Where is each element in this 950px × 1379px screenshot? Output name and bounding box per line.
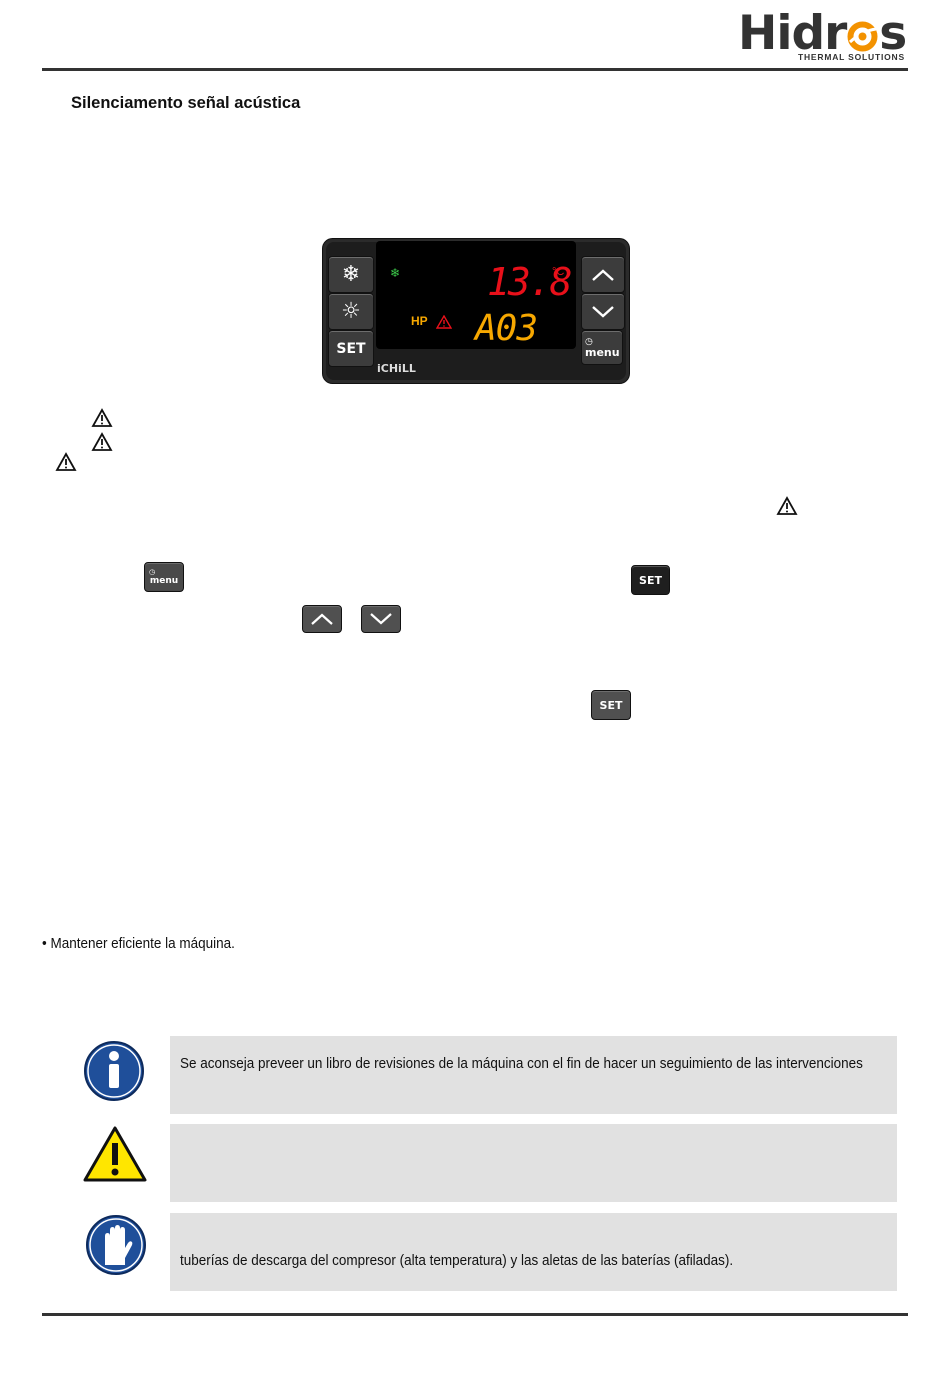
- logo-o-icon: [847, 9, 878, 52]
- chevron-up-icon: [592, 268, 614, 281]
- clock-icon: ◷: [585, 336, 593, 347]
- footer-rule: [42, 1313, 908, 1316]
- down-button[interactable]: [361, 605, 401, 633]
- warning-icon: [91, 408, 113, 427]
- display-snowflake-icon: ❄: [390, 266, 401, 280]
- section-title: Silenciamento señal acústica: [71, 94, 301, 112]
- controller-brand: iCHiLL: [377, 362, 416, 375]
- chevron-down-icon: [592, 305, 614, 318]
- gloves-icon: [86, 1215, 146, 1275]
- note-box-gloves: tuberías de descarga del compresor (alta…: [170, 1213, 897, 1291]
- set-button-secondary[interactable]: SET: [591, 690, 631, 720]
- logo-text-suffix: s: [879, 6, 907, 61]
- header-rule: [42, 68, 908, 71]
- display-temperature: 13.8: [487, 260, 573, 304]
- menu-button[interactable]: ◷ menu: [144, 562, 184, 592]
- controller-menu-button[interactable]: ◷ menu: [581, 330, 623, 365]
- warning-icon: [91, 432, 113, 451]
- chevron-up-icon: [311, 613, 333, 625]
- warning-icon: [776, 496, 798, 515]
- display-unit: °C: [552, 266, 565, 278]
- snowflake-icon: ❄: [341, 262, 361, 287]
- warning-icon: [83, 1126, 147, 1182]
- note-text-gloves: tuberías de descarga del compresor (alta…: [180, 1253, 734, 1269]
- set-button[interactable]: SET: [631, 565, 670, 595]
- controller-down-button[interactable]: [581, 293, 625, 330]
- sun-button[interactable]: ☼: [328, 293, 374, 330]
- chevron-down-icon: [370, 613, 392, 625]
- note-box-info: Se aconseja preveer un libro de revision…: [170, 1036, 897, 1114]
- logo-text-prefix: Hidr: [738, 6, 847, 61]
- logo-subtitle: THERMAL SOLUTIONS: [798, 52, 905, 62]
- snowflake-button[interactable]: ❄: [328, 256, 374, 293]
- sun-icon: ☼: [341, 299, 361, 324]
- set-button-label: SET: [599, 698, 623, 712]
- warning-icon: [55, 452, 77, 471]
- controller-up-button[interactable]: [581, 256, 625, 293]
- note-text-info: Se aconseja preveer un libro de revision…: [180, 1056, 863, 1072]
- maintenance-bullet: • Mantener eficiente la máquina.: [42, 936, 235, 952]
- controller-menu-label: menu: [585, 345, 620, 359]
- controller-set-button[interactable]: SET: [328, 330, 374, 367]
- display-hp-label: HP: [411, 314, 428, 328]
- up-button[interactable]: [302, 605, 342, 633]
- display-alarm-code: A03: [475, 308, 538, 349]
- menu-button-label: menu: [149, 575, 179, 586]
- controller-panel: ❄ ☼ SET ◷ menu ❄ 13.8 °C HP A03 iCHiLL: [322, 238, 630, 384]
- clock-icon: ◷: [149, 567, 156, 576]
- set-button-label: SET: [639, 573, 662, 587]
- controller-set-label: SET: [336, 340, 366, 357]
- info-icon: [84, 1041, 144, 1101]
- note-box-warning: [170, 1124, 897, 1202]
- display-warning-icon: [436, 315, 452, 329]
